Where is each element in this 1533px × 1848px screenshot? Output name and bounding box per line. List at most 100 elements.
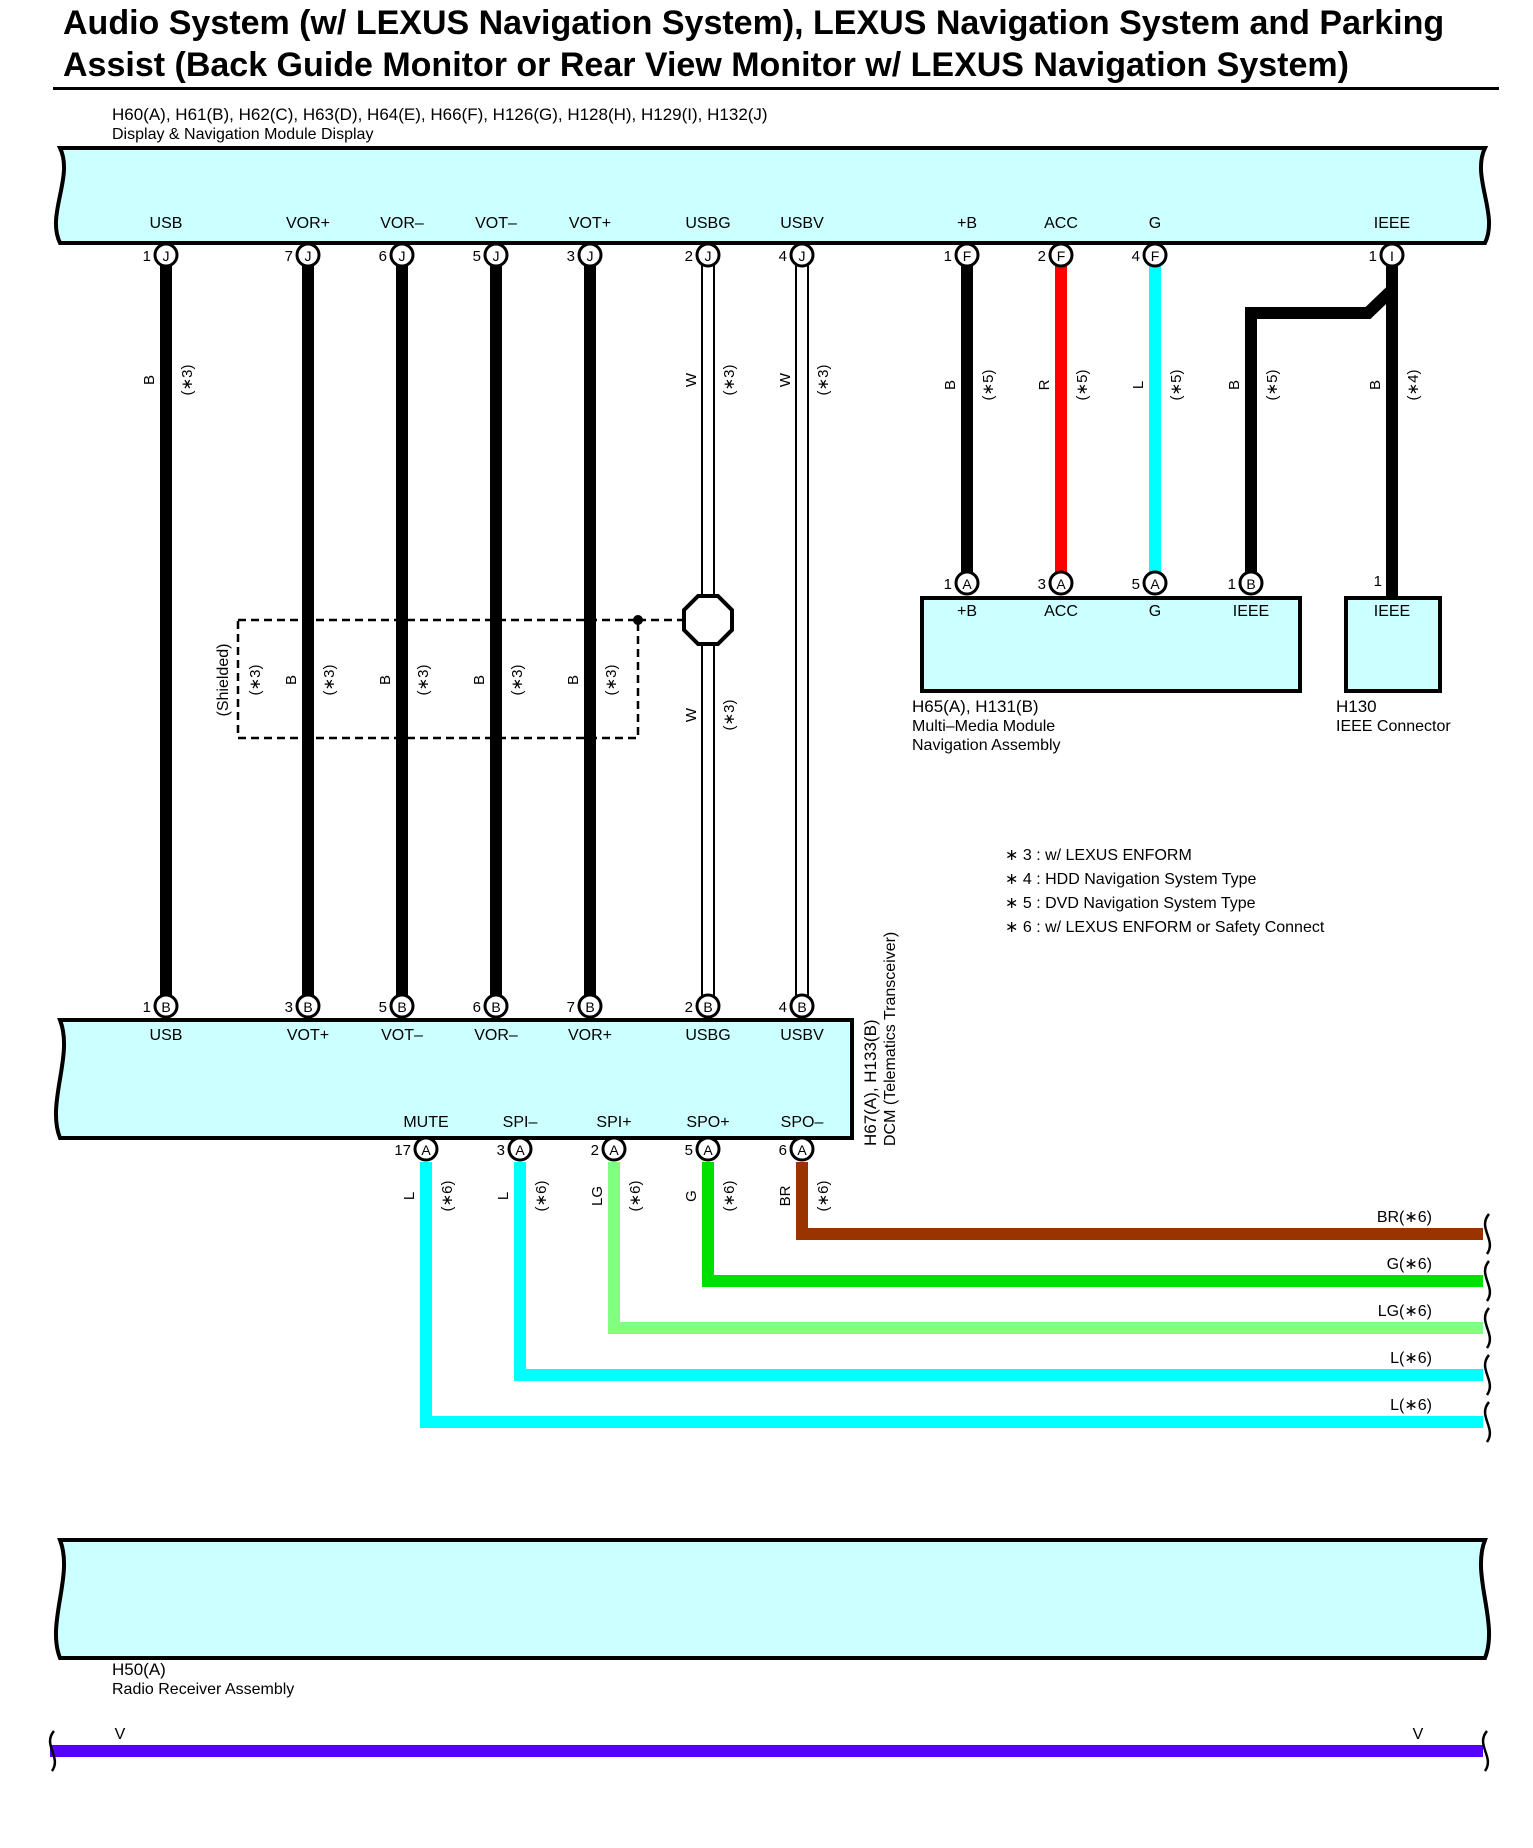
note-1: ∗ 4 : HDD Navigation System Type [1005,871,1257,888]
shield-ground-splice [682,594,734,646]
wire-end-label-1: L(∗6) [1390,1350,1432,1367]
dcm-bottom-pin-label-1: SPI– [503,1114,538,1131]
display-2-pin-number: 6 [379,248,387,265]
dcm-top-pin-label-6: USBV [780,1027,824,1044]
display-4-pin [577,242,603,268]
display-nav-2-pin-letter: F [1151,248,1160,264]
wire-color-radio-1: L [495,1192,512,1200]
shielded-wire-note-1: (∗3) [415,665,432,696]
note-3: ∗ 6 : w/ LEXUS ENFORM or Safety Connect [1005,919,1325,936]
dcm-top-0-pin [153,993,179,1019]
radio-receiver-body [54,1538,1491,1660]
dcm-bottom-3-pin-number: 5 [685,1142,693,1159]
wire-note-upper-0: (∗3) [179,365,196,396]
display-nav-1-pin-letter: F [1057,248,1066,264]
dcm-top-5-pin-number: 2 [685,999,693,1016]
dcm-top-3-pin [483,993,509,1019]
display-ieee-pin-label: IEEE [1374,215,1410,232]
dcm-top-6-pin-number: 4 [779,999,787,1016]
mm-2-pin-letter: A [1150,576,1160,592]
dcm-bottom-pin-label-0: MUTE [403,1114,448,1131]
mm-connector-list: H65(A), H131(B) [912,697,1039,716]
display-4-pin-letter: J [587,248,594,264]
dcm-connector-list: H67(A), H133(B) [861,1019,880,1146]
wire-color-upper-6: W [777,372,794,387]
wire-note-upper-6: (∗3) [815,365,832,396]
wires [48,256,1492,1772]
dcm-bottom-1-pin-number: 3 [497,1142,505,1159]
ieee-connector-name: IEEE Connector [1336,718,1451,735]
display-5-pin-number: 2 [685,248,693,265]
wire-note-nav-2: (∗5) [1168,370,1185,401]
wire-dcm-radio-3 [702,1162,1483,1287]
dcm-top-4-pin-letter: B [585,999,594,1015]
multimedia-module-body [920,596,1302,693]
display-0-pin-number: 1 [143,248,151,265]
dcm-top-pin-label-3: VOR– [474,1027,518,1044]
display-6-pin-number: 4 [779,248,787,265]
display-5-pin [695,242,721,268]
wire-end-label-4: BR(∗6) [1377,1209,1432,1226]
dcm-bottom-0-pin-letter: A [421,1142,431,1158]
pins: J1B1J7B3J6B5J5B6J3B7J2B2J4B4F1A1F2A3F4A5… [143,242,1405,1162]
shielded-wire-color-3: B [565,675,582,685]
dcm-bottom-pin-label-3: SPO+ [686,1114,729,1131]
dcm-top-2-pin-letter: B [397,999,406,1015]
display-nav-0-pin-number: 1 [944,248,952,265]
display-6-pin-letter: J [799,248,806,264]
bottom-wire-right-label: V [1413,1726,1424,1743]
dcm-top-5-pin [695,993,721,1019]
mm-ieee-pin [1238,570,1264,596]
dcm-top-0-pin-number: 1 [143,999,151,1016]
dcm-bottom-0-pin [413,1136,439,1162]
dcm-body [54,1018,854,1140]
wire-color-radio-2: LG [589,1186,606,1206]
display-pin-label-1: VOR+ [286,215,330,232]
wire-color-nav-0: B [942,380,959,390]
wire-dcm-radio-1 [514,1162,1483,1381]
labels: H60(A), H61(B), H62(C), H63(D), H64(E), … [112,105,1451,1743]
display-ieee-pin-letter: I [1390,248,1394,264]
mm-pin-label-1: ACC [1044,603,1078,620]
display-nav-1-pin [1048,242,1074,268]
display-nav-pin-label-0: +B [957,215,977,232]
shielded-wire-note-3: (∗3) [603,665,620,696]
wire-color-nav-2: L [1130,381,1147,389]
wire-note-radio-1: (∗6) [533,1181,550,1212]
dcm-top-0-pin-letter: B [161,999,170,1015]
display-1-pin-number: 7 [285,248,293,265]
wire-end-label-2: LG(∗6) [1378,1303,1432,1320]
display-ieee-pin-number: 1 [1369,248,1377,265]
wire-note-ieee: (∗4) [1405,370,1422,401]
display-0-pin [153,242,179,268]
mm-2-pin [1142,570,1168,596]
ieee-pin-number: 1 [1374,573,1382,590]
ieee-connector-id: H130 [1336,697,1377,716]
shielded-wire-color-0: B [283,675,300,685]
wire-note-radio-4: (∗6) [815,1181,832,1212]
display-pin-label-6: USBV [780,215,824,232]
wire-color-radio-4: BR [777,1185,794,1206]
wire-break-mark-4 [1483,1213,1492,1255]
dcm-top-3-pin-number: 6 [473,999,481,1016]
shield-outline [236,618,640,740]
display-nav-0-pin-letter: F [963,248,972,264]
wire-break-mark-0 [1483,1401,1492,1443]
wire-break-mark-1 [1483,1354,1492,1396]
display-pin-label-5: USBG [685,215,730,232]
dcm-top-pin-label-0: USB [150,1027,183,1044]
shielded-wire-note-2: (∗3) [509,665,526,696]
dcm-bottom-pin-label-2: SPI+ [596,1114,631,1131]
mm-1-pin-number: 3 [1038,576,1046,593]
dcm-top-4-pin-number: 7 [567,999,575,1016]
wire-note-nav-1: (∗5) [1074,370,1091,401]
shielded-wire-color-1: B [377,675,394,685]
display-3-pin-number: 5 [473,248,481,265]
mm-ieee-pin-number: 1 [1228,576,1236,593]
title-divider [53,87,1499,90]
wire-color-radio-3: G [683,1190,700,1202]
wire-color-ieee: B [1367,380,1384,390]
mm-pin-label-0: +B [957,603,977,620]
display-nav-pin-label-1: ACC [1044,215,1078,232]
dcm-top-6-pin [789,993,815,1019]
